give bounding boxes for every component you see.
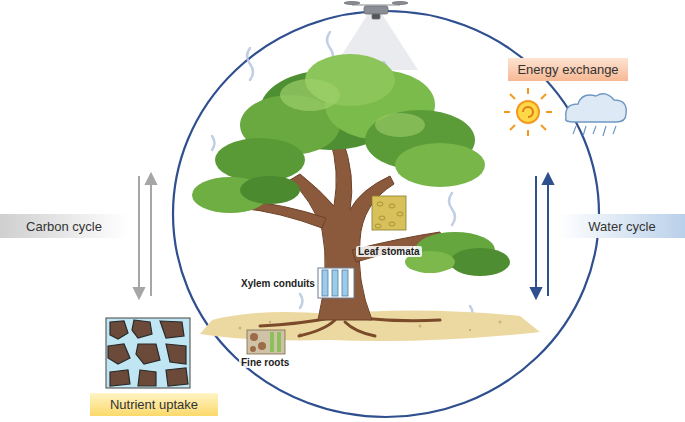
concept-band: Nutrient uptake [90,393,218,416]
band-label: Nutrient uptake [110,397,198,412]
concept-band: Water cycle [559,214,685,238]
concept-band: Energy exchange [508,58,628,81]
part-label: Xylem conduits [239,278,317,289]
band-label: Energy exchange [517,62,618,77]
band-label: Carbon cycle [26,219,102,234]
concept-band: Carbon cycle [0,214,128,238]
part-label: Leaf stomata [356,246,422,257]
band-label: Water cycle [588,219,655,234]
part-label: Fine roots [239,357,291,368]
